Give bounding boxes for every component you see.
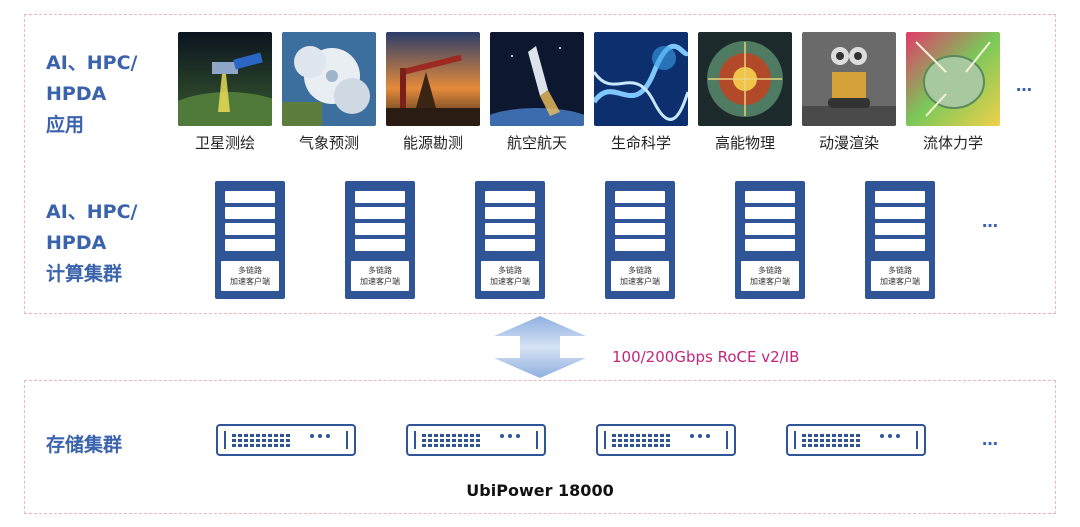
- client-badge: 多链路加速客户端: [351, 261, 409, 291]
- app-caption: 卫星测绘: [194, 134, 255, 152]
- app-caption: 生命科学: [610, 134, 671, 152]
- app-tile: 高能物理: [698, 32, 792, 153]
- app-tile: 气象预测: [282, 32, 376, 153]
- robot-render-image: [802, 32, 896, 126]
- app-caption: 动漫渲染: [818, 134, 879, 152]
- storage-ellipsis: …: [982, 430, 999, 449]
- storage-row-label: 存储集群: [46, 434, 123, 456]
- compute-server: 多链路加速客户端: [345, 181, 415, 299]
- compute-row-label: AI、HPC/ HPDA 计算集群: [46, 201, 138, 285]
- app-tile: 生命科学: [594, 32, 688, 153]
- storage-node-icon: [596, 424, 736, 456]
- apps-ellipsis: …: [1016, 76, 1033, 95]
- compute-server: 多链路加速客户端: [735, 181, 805, 299]
- app-caption: 航空航天: [506, 134, 567, 152]
- app-tile: 流体力学: [906, 32, 1000, 153]
- compute-server: 多链路加速客户端: [865, 181, 935, 299]
- weather-image: [282, 32, 376, 126]
- physics-image: [698, 32, 792, 126]
- bidirectional-arrow-icon: [494, 316, 586, 378]
- app-caption: 气象预测: [298, 134, 359, 152]
- client-badge: 多链路加速客户端: [611, 261, 669, 291]
- storage-node-icon: [406, 424, 546, 456]
- compute-server: 多链路加速客户端: [605, 181, 675, 299]
- app-tile: 动漫渲染: [802, 32, 896, 153]
- apps-row-label: AI、HPC/ HPDA 应用: [46, 52, 138, 136]
- storage-node-icon: [216, 424, 356, 456]
- app-tile: 航空航天: [490, 32, 584, 153]
- client-badge: 多链路加速客户端: [741, 261, 799, 291]
- compute-ellipsis: …: [982, 212, 999, 231]
- compute-server: 多链路加速客户端: [475, 181, 545, 299]
- network-protocol-label: 100/200Gbps RoCE v2/IB: [612, 348, 800, 366]
- client-badge: 多链路加速客户端: [221, 261, 279, 291]
- dna-image: [594, 32, 688, 126]
- storage-node-icon: [786, 424, 926, 456]
- app-caption: 能源勘测: [402, 134, 463, 152]
- oil-pump-image: [386, 32, 480, 126]
- satellite-image: [178, 32, 272, 126]
- app-tile: 卫星测绘: [178, 32, 272, 153]
- client-badge: 多链路加速客户端: [481, 261, 539, 291]
- product-name: UbiPower 18000: [466, 481, 614, 500]
- rocket-image: [490, 32, 584, 126]
- client-badge: 多链路加速客户端: [871, 261, 929, 291]
- fluid-image: [906, 32, 1000, 126]
- app-caption: 流体力学: [922, 134, 983, 152]
- app-caption: 高能物理: [714, 134, 775, 152]
- app-tile: 能源勘测: [386, 32, 480, 153]
- compute-server: 多链路加速客户端: [215, 181, 285, 299]
